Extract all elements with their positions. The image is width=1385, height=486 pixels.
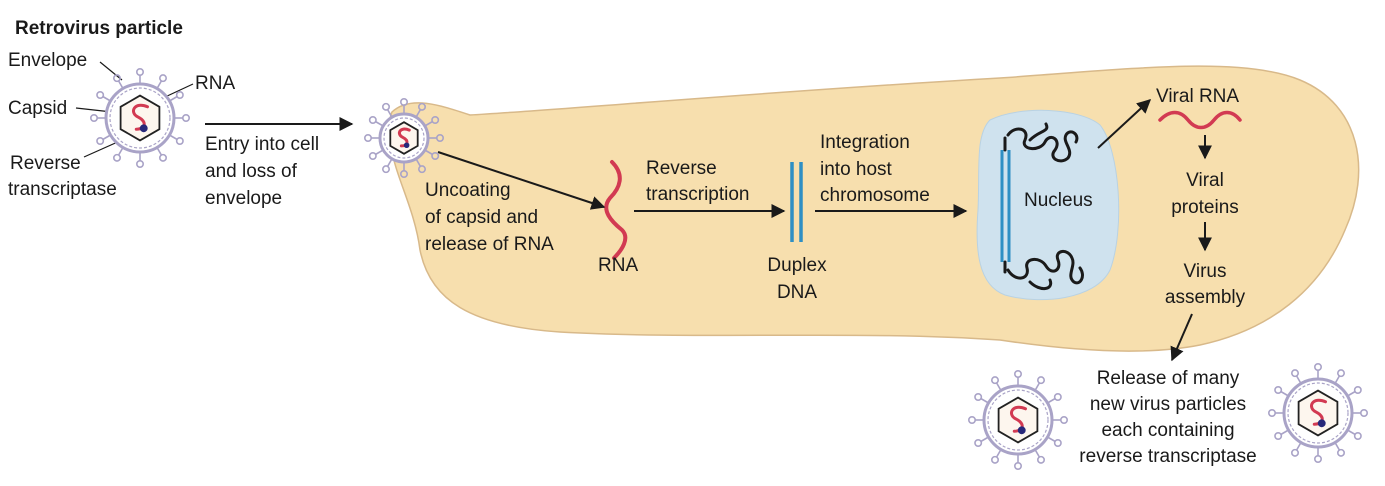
envelope-glycoprotein	[381, 102, 390, 111]
envelope-glycoprotein	[974, 438, 983, 447]
integration-label-line2: into host	[820, 159, 892, 180]
virus-assembly-label-line2: assembly	[1164, 287, 1246, 308]
envelope-glycoprotein	[417, 102, 426, 111]
reverse-transcriptase-label-line1: Reverse	[10, 153, 81, 174]
reverse-transcription-label-line1: Reverse	[646, 158, 717, 179]
duplex-dna-label-line1: Duplex	[767, 255, 827, 276]
envelope-glycoprotein	[431, 116, 440, 125]
envelope-glycoprotein	[175, 91, 184, 100]
envelope-glycoprotein	[1314, 454, 1323, 463]
envelope-glycoprotein	[417, 165, 426, 174]
retrovirus-particle	[90, 68, 191, 169]
envelope-glycoprotein	[113, 74, 122, 83]
envelope-glycoprotein	[363, 134, 372, 143]
envelope-glycoprotein	[1314, 362, 1323, 371]
entry-label-line2: and loss of	[205, 161, 297, 182]
envelope-glycoprotein	[435, 134, 444, 143]
viral-rna	[1158, 110, 1242, 130]
envelope-glycoprotein	[1337, 369, 1346, 378]
envelope-glycoprotein	[136, 68, 145, 77]
released-rna	[604, 160, 628, 260]
envelope-glycoprotein	[967, 415, 976, 424]
envelope-glycoprotein	[1037, 455, 1046, 464]
reverse-transcriptase-enzyme	[1317, 419, 1326, 428]
entering-virus-particle	[363, 98, 444, 179]
envelope-glycoprotein	[1353, 431, 1362, 440]
envelope-glycoprotein	[1274, 385, 1283, 394]
envelope-glycoprotein	[1013, 369, 1022, 378]
release-label-line3: each containing	[1101, 420, 1235, 441]
envelope-glycoprotein	[175, 137, 184, 146]
duplex-dna-label-line2: DNA	[776, 282, 818, 303]
envelope-glycoprotein	[96, 137, 105, 146]
envelope-glycoprotein	[399, 98, 408, 107]
envelope-glycoprotein	[1037, 376, 1046, 385]
cytoplasm-rna-label: RNA	[598, 255, 639, 276]
envelope-glycoprotein	[136, 160, 145, 169]
reverse-transcriptase-label-line2: transcriptase	[8, 179, 117, 200]
envelope-glycoprotein	[1353, 385, 1362, 394]
released-virus-particle-right	[1268, 362, 1369, 463]
particle-title: Retrovirus particle	[15, 18, 183, 39]
viral-proteins-label-line1: Viral	[1186, 170, 1224, 191]
integration-label-line3: chromosome	[820, 185, 930, 206]
envelope-glycoprotein	[368, 152, 377, 161]
envelope-glycoprotein	[1268, 408, 1277, 417]
envelope-glycoprotein	[1291, 448, 1300, 457]
envelope-glycoprotein	[990, 376, 999, 385]
released-virus-particle-left	[967, 369, 1069, 470]
reverse-transcription-label-line2: transcription	[646, 184, 750, 205]
envelope-glycoprotein	[1053, 392, 1062, 401]
envelope-glycoprotein	[90, 114, 99, 123]
reverse-transcriptase-enzyme	[1017, 426, 1026, 435]
nucleus	[976, 109, 1120, 301]
release-label-line2: new virus particles	[1089, 394, 1247, 415]
envelope-glycoprotein	[1291, 369, 1300, 378]
envelope-glycoprotein	[1013, 461, 1022, 470]
reverse-transcriptase-enzyme	[139, 124, 148, 133]
host-cell	[388, 65, 1360, 352]
release-label-line1: Release of many	[1096, 368, 1240, 389]
envelope-glycoprotein	[974, 392, 983, 401]
viral-rna-label: Viral RNA	[1156, 86, 1240, 107]
release-label-line4: reverse transcriptase	[1079, 446, 1257, 467]
virus-assembly-label-line1: Virus	[1183, 261, 1227, 282]
duplex-dna	[790, 162, 803, 242]
envelope-label: Envelope	[8, 50, 88, 71]
entry-label-line1: Entry into cell	[205, 134, 320, 155]
envelope-glycoprotein	[1060, 415, 1069, 424]
envelope-glycoprotein	[431, 152, 440, 161]
envelope-glycoprotein	[96, 91, 105, 100]
uncoating-label-line1: Uncoating	[425, 180, 511, 201]
capsid-label: Capsid	[8, 98, 68, 119]
uncoating-label-line2: of capsid and	[425, 207, 539, 228]
envelope-glycoprotein	[159, 74, 168, 83]
viral-proteins-label-line2: proteins	[1171, 197, 1239, 218]
uncoating-arrow	[437, 151, 606, 210]
nucleus-label: Nucleus	[1024, 190, 1093, 211]
envelope-glycoprotein	[1053, 438, 1062, 447]
reverse-transcriptase-enzyme	[403, 142, 410, 149]
envelope-glycoprotein	[113, 153, 122, 162]
release-arrow	[1170, 313, 1193, 362]
envelope-glycoprotein	[1337, 448, 1346, 457]
host-chromosome	[1006, 122, 1084, 290]
envelope-glycoprotein	[381, 165, 390, 174]
envelope-glycoprotein	[1360, 408, 1369, 417]
rna-label: RNA	[195, 73, 236, 94]
envelope-glycoprotein	[990, 455, 999, 464]
envelope-glycoprotein	[399, 170, 408, 179]
envelope-glycoprotein	[368, 116, 377, 125]
transcription-arrow	[1097, 99, 1152, 149]
envelope-glycoprotein	[159, 153, 168, 162]
uncoating-label-line3: release of RNA	[425, 234, 554, 255]
envelope-glycoprotein	[1274, 431, 1283, 440]
integrated-provirus	[1000, 150, 1011, 262]
integration-label-line1: Integration	[820, 132, 910, 153]
entry-label-line3: envelope	[205, 188, 283, 209]
envelope-glycoprotein	[182, 114, 191, 123]
